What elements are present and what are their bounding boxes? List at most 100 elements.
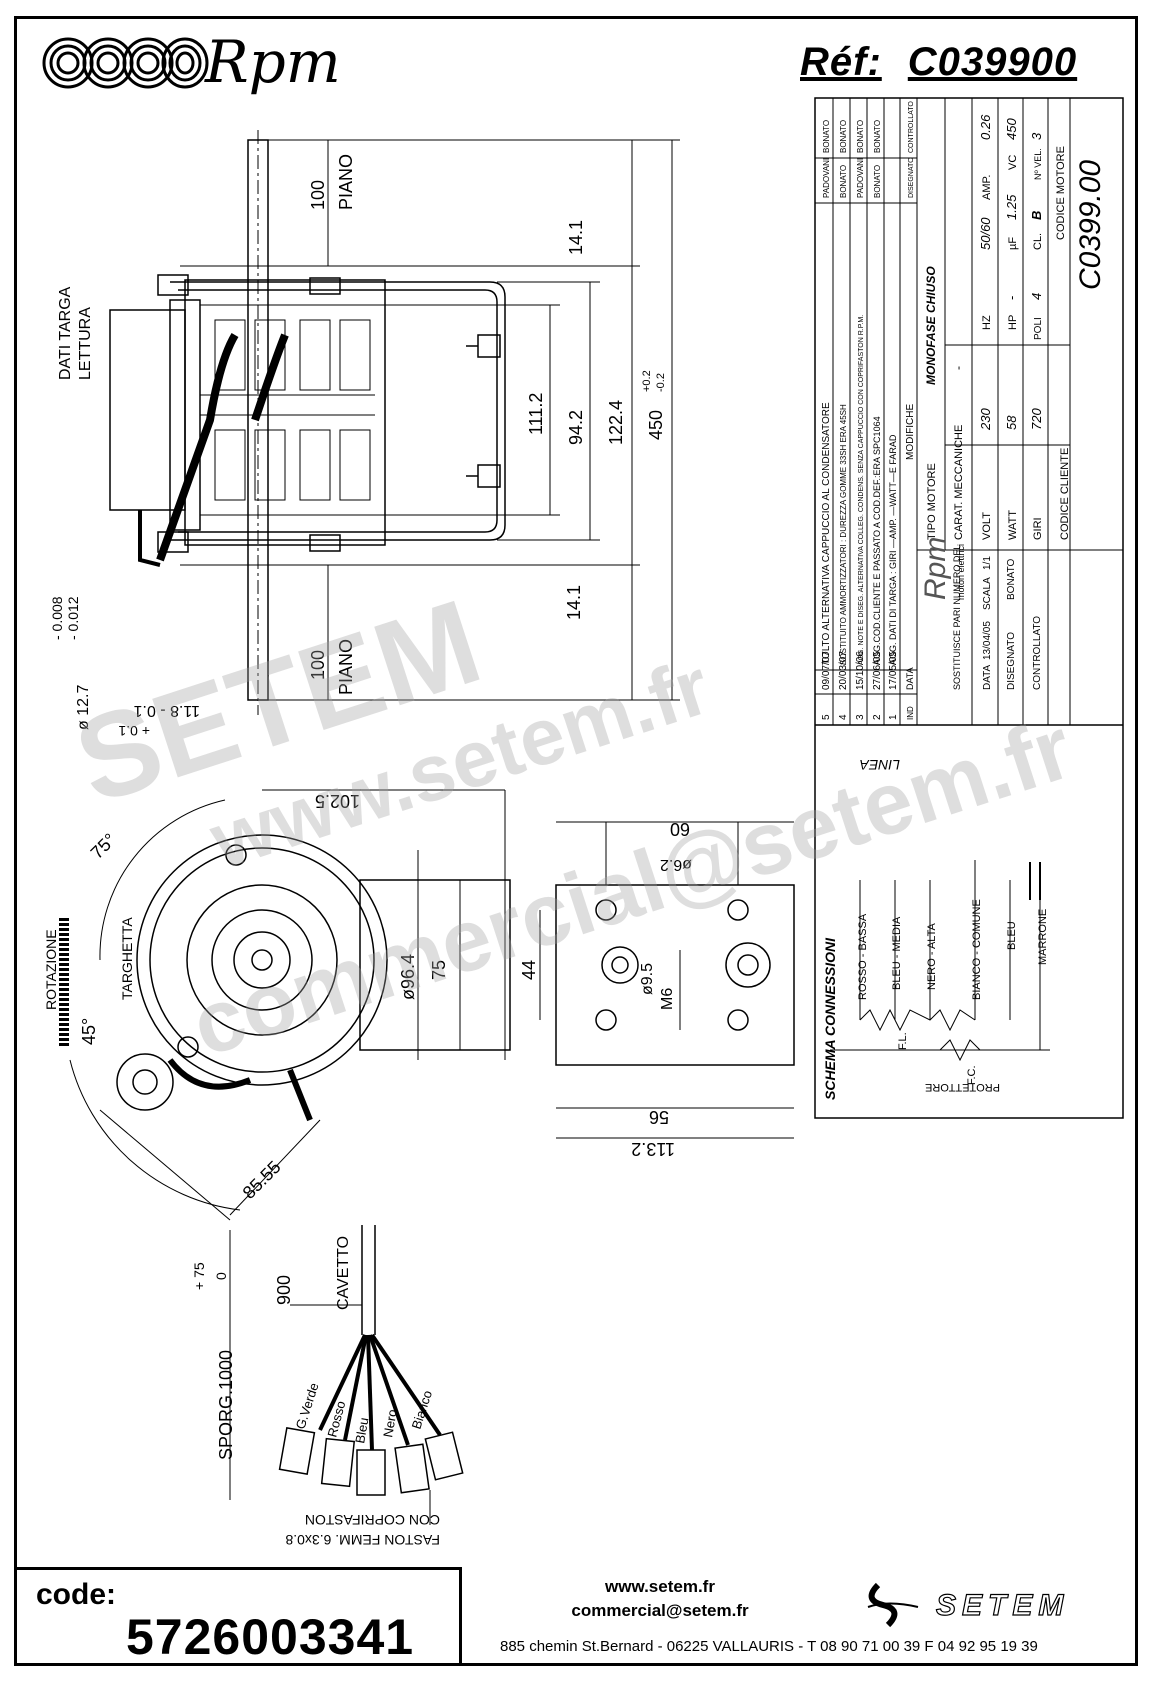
schema-fc: F.C. — [966, 1065, 978, 1085]
mod-3-n: 3 — [855, 714, 866, 720]
dim-94-2: 94.2 — [566, 410, 586, 445]
motor-front-outline — [136, 834, 388, 1086]
hp-label: HP — [1007, 315, 1019, 330]
dim-6-2: ø6.2 — [660, 856, 692, 873]
website-link[interactable]: www.setem.fr — [605, 1577, 715, 1596]
dim-450: 450 — [646, 410, 666, 440]
dim-shaft-diameter: ø 12.7 — [75, 685, 92, 730]
head-modifiche: MODIFICHE — [905, 404, 916, 460]
title-block — [814, 97, 1124, 1119]
contact-block: www.setem.fr commercial@setem.fr — [560, 1575, 760, 1623]
scala-label: SCALA — [982, 577, 993, 610]
hz-value: 50/60 — [978, 217, 993, 250]
title-rpm-brand: Rpm — [919, 537, 952, 600]
label-m6: M6 — [659, 988, 676, 1010]
faston-line-2: CON COPRIFASTON — [305, 1512, 440, 1528]
volt-label: VOLT — [981, 512, 993, 540]
codice-motore-label: CODICE MOTORE — [1055, 146, 1067, 240]
tol-flat: + 0.1 — [118, 723, 150, 739]
watt-value: 58 — [1004, 415, 1019, 430]
schema-fl: F.L. — [897, 1032, 909, 1050]
label-cavetto: CAVETTO — [335, 1236, 352, 1310]
faston-line-1: FASTON FEMM. 6.3x0.8 — [285, 1532, 440, 1548]
dim-113-2: 113.2 — [631, 1139, 675, 1159]
sostituisce-label: SOSTITUISCE PARI NUMERO DEL — [952, 545, 962, 690]
nvel-value: 3 — [1029, 132, 1044, 140]
amp-label: AMP. — [981, 175, 993, 200]
mod-4-dis: BONATO — [839, 165, 848, 198]
watt-label: WATT — [1007, 510, 1019, 540]
angle-45: 45° — [79, 1018, 99, 1045]
label-piano-top: PIANO — [336, 154, 356, 210]
label-dati-targa: DATI TARGA — [57, 286, 74, 380]
email-link[interactable]: commercial@setem.fr — [571, 1601, 749, 1620]
dim-102-5: 102.5 — [315, 791, 360, 811]
schema-wire-bleu: BLEU — [1006, 921, 1018, 950]
head-controllato: CONTROLLATO — [908, 101, 915, 153]
controllato-label: CONTROLLATO — [1032, 616, 1043, 690]
poli-value: 4 — [1029, 293, 1044, 300]
schema-wire-rosso: ROSSO - BASSA — [857, 913, 869, 1000]
cl-value: B — [1029, 211, 1044, 220]
dim-85-55: 85.55 — [239, 1157, 285, 1203]
mod-4-ctrl: BONATO — [839, 120, 848, 153]
tol-450-minus: -0.2 — [655, 373, 667, 392]
mod-1-date: 17/05/05 — [888, 651, 899, 690]
dim-111-2: 111.2 — [526, 393, 546, 435]
rpm-coils-icon — [42, 37, 209, 89]
wire-bleu: Bleu — [352, 1416, 371, 1444]
mod-3-ctrl: BONATO — [856, 120, 865, 153]
dim-piano-top: 100 — [308, 180, 328, 210]
mod-5-n: 5 — [821, 714, 832, 720]
mod-3-dis: PADOVANI — [856, 158, 865, 198]
data-label: DATA — [982, 664, 993, 690]
head-ind: IND — [906, 706, 915, 720]
code-box: code: 5726003341 — [16, 1567, 462, 1665]
dim-9-5: ø9.5 — [639, 963, 656, 995]
hp-value: - — [1004, 296, 1019, 300]
disegnato-label: DISEGNATO — [1006, 632, 1017, 690]
ref-prefix: Réf: — [800, 40, 882, 84]
nvel-label: Nº VEL. — [1033, 148, 1043, 180]
amp-value: 0.26 — [978, 114, 993, 140]
dim-flat: 11.8 - 0.1 — [133, 702, 200, 719]
wire-nero: Nero — [380, 1408, 400, 1438]
tol-shaft-a: - 0.008 — [49, 596, 65, 640]
angle-75: 75° — [87, 829, 120, 862]
carat-value: - — [951, 366, 965, 370]
code-label: code: — [36, 1578, 117, 1611]
tol-450-plus: +0.2 — [641, 370, 653, 392]
uf-value: 1.25 — [1004, 194, 1019, 220]
reference-label: Réf:C039900 — [800, 40, 1077, 85]
schema-wire-bleu-media: BLEU - MEDIA — [891, 916, 903, 990]
mod-4-n: 4 — [838, 714, 849, 720]
data-value: 13/04/05 — [982, 621, 993, 660]
dim-900: 900 — [274, 1275, 294, 1305]
tol-sporg-plus: + 75 — [191, 1262, 207, 1290]
label-targhetta: TARGHETTA — [119, 917, 135, 1000]
setem-logo: SETEM — [858, 1575, 1108, 1635]
wire-g-verde: G.Verde — [293, 1381, 322, 1431]
drawing-frame — [14, 16, 1138, 1666]
dim-122-4: 122.4 — [606, 400, 626, 445]
volt-value: 230 — [978, 408, 993, 431]
mod-3-date: 15/10/06 — [855, 651, 866, 690]
giri-value: 720 — [1029, 408, 1044, 430]
schema-wire-marrone: MARRONE — [1037, 909, 1049, 965]
dim-60: 60 — [670, 819, 690, 839]
dim-14-1-bottom: 14.1 — [564, 585, 584, 620]
head-disegnato: DISEGNATO — [908, 157, 915, 198]
title-rpm-sub: motori elettrici — [956, 544, 966, 600]
mounting-plate — [555, 884, 795, 1066]
schema-linea: LINEA — [860, 757, 900, 773]
carat-label: CARAT. MECCANICHE — [953, 425, 965, 540]
label-lettura: LETTURA — [77, 307, 94, 380]
rpm-logo-text: Rpm — [205, 28, 341, 96]
dim-96-4: ø96.4 — [398, 954, 418, 1000]
schema-title: SCHEMA CONNESSIONI — [822, 937, 838, 1100]
capacitor — [109, 309, 186, 511]
codice-motore-value: C0399.00 — [1074, 160, 1107, 290]
mod-2-n: 2 — [872, 714, 883, 720]
mod-1-text: AGG. DATI DI TARGA : GIRI —AMP. —WATT—E … — [888, 434, 898, 665]
